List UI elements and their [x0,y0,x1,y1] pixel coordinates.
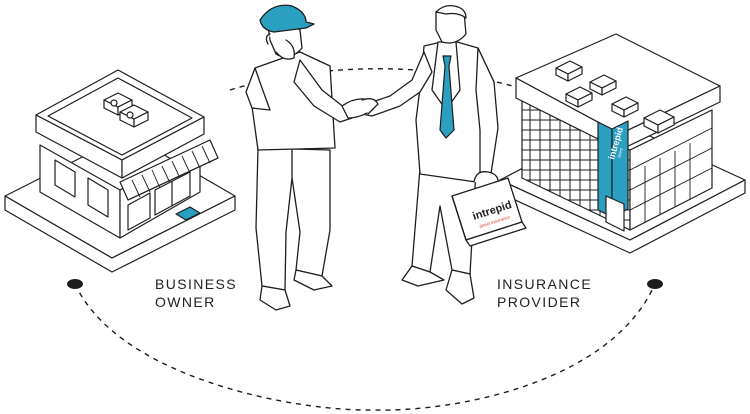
handshake [341,98,379,119]
business-owner-figure [245,22,353,311]
insurance-provider-label-line1: INSURANCE [497,276,593,292]
business-owner-label: BUSINESS OWNER [155,275,237,311]
provider-tie [439,55,455,139]
insurance-provider-label: INSURANCE PROVIDER [497,275,592,311]
insurance-office-building-icon [499,33,746,254]
insurance-provider-node-dot [647,279,663,289]
business-owner-node-dot [67,279,83,289]
business-owner-cap [259,4,315,33]
relationship-cycle [74,68,656,411]
building-sign-tagline: direct [616,147,624,159]
shop-building-icon [4,69,236,273]
business-owner-label-line1: BUSINESS [155,276,237,292]
insurance-provider-figure [361,4,499,305]
business-owner-label-line2: OWNER [155,294,216,310]
briefcase-icon [451,171,527,247]
insurance-provider-label-line2: PROVIDER [497,294,582,310]
